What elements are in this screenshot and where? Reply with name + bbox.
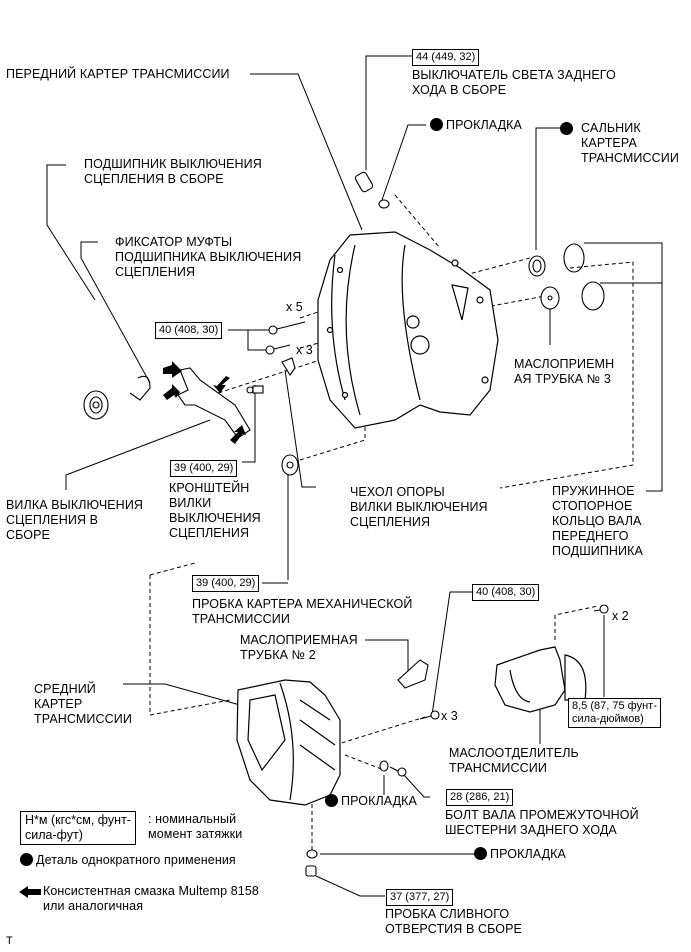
legend-non-reusable-text: Деталь однократного применения: [36, 853, 236, 867]
multiplier-separator-bolts: x 2: [612, 609, 629, 623]
grease-arrows: [163, 361, 246, 444]
leader-lines: [46, 55, 663, 897]
gasket-bottom-text: ПРОКЛАДКА: [490, 847, 566, 861]
label-center-case: СРЕДНИЙ КАРТЕР ТРАНСМИССИИ: [34, 682, 132, 726]
non-reusable-icon: [325, 794, 338, 807]
small-parts: [83, 171, 609, 877]
label-gasket-bottom: ПРОКЛАДКА: [474, 847, 566, 862]
footer-mark: T: [6, 935, 13, 947]
torque-backup-switch: 44 (449, 32): [412, 49, 480, 66]
torque-front-case-bolts: 40 (408, 30): [155, 322, 223, 339]
legend-non-reusable: Деталь однократного применения: [20, 853, 236, 868]
center-transmission-case: [236, 679, 341, 806]
torque-idler-bolt: 28 (286, 21): [446, 789, 514, 806]
grease-arrow-icon: [19, 886, 41, 898]
legend-torque-box: Н*м (кгс*см, фунт- сила-фут): [20, 811, 136, 845]
gasket-mid-text: ПРОКЛАДКА: [341, 794, 417, 808]
oil-seal-text: САЛЬНИК КАРТЕРА ТРАНСМИССИИ: [581, 121, 679, 165]
torque-fork-bracket: 39 (400, 29): [170, 460, 238, 477]
legend-torque-desc: : номинальный момент затяжки: [148, 812, 243, 841]
label-release-bearing: ПОДШИПНИК ВЫКЛЮЧЕНИЯ СЦЕПЛЕНИЯ В СБОРЕ: [84, 157, 262, 186]
label-oil-separator: МАСЛООТДЕЛИТЕЛЬ ТРАНСМИССИИ: [449, 746, 579, 775]
label-oil-receiver-2: МАСЛОПРИЕМНАЯ ТРУБКА № 2: [240, 633, 358, 662]
torque-oil-separator-bolts: 8,5 (87, 75 фунт- сила-дюймов): [568, 698, 661, 728]
non-reusable-icon: [560, 122, 573, 135]
front-transmission-case: [317, 231, 499, 429]
label-snap-ring: ПРУЖИННОЕ СТОПОРНОЕ КОЛЬЦО ВАЛА ПЕРЕДНЕГ…: [552, 484, 643, 558]
label-oil-receiver-3: МАСЛОПРИЕМН АЯ ТРУБКА № 3: [514, 357, 615, 386]
non-reusable-icon: [474, 847, 487, 860]
multiplier-center-bolts: x 3: [441, 709, 458, 723]
multiplier-front-bolts-short: x 3: [296, 343, 313, 357]
non-reusable-icon: [20, 853, 33, 866]
label-gasket-top: ПРОКЛАДКА: [430, 118, 522, 133]
label-drain-plug: ПРОБКА СЛИВНОГО ОТВЕРСТИЯ В СБОРЕ: [385, 907, 522, 936]
label-front-transmission-case: ПЕРЕДНИЙ КАРТЕР ТРАНСМИССИИ: [6, 67, 230, 81]
legend-grease: Консистентная смазка Multemp 8158 или ан…: [43, 884, 259, 913]
label-bearing-hub-clip: ФИКСАТОР МУФТЫ ПОДШИПНИКА ВЫКЛЮЧЕНИЯ СЦЕ…: [115, 235, 302, 279]
label-release-fork: ВИЛКА ВЫКЛЮЧЕНИЯ СЦЕПЛЕНИЯ В СБОРЕ: [6, 498, 144, 542]
non-reusable-icon: [430, 118, 443, 131]
torque-drain-plug: 37 (377, 27): [386, 889, 454, 906]
torque-center-case-bolts: 40 (408, 30): [472, 584, 540, 601]
label-idler-bolt: БОЛТ ВАЛА ПРОМЕЖУТОЧНОЙ ШЕСТЕРНИ ЗАДНЕГО…: [445, 808, 639, 837]
gasket-top-text: ПРОКЛАДКА: [446, 118, 522, 132]
label-backup-light-switch: ВЫКЛЮЧАТЕЛЬ СВЕТА ЗАДНЕГО ХОДА В СБОРЕ: [412, 68, 616, 97]
label-fork-bracket: КРОНШТЕЙН ВИЛКИ ВЫКЛЮЧЕНИЯ СЦЕПЛЕНИЯ: [169, 481, 261, 540]
label-gasket-mid: ПРОКЛАДКА: [325, 794, 417, 809]
label-case-plug: ПРОБКА КАРТЕРА МЕХАНИЧЕСКОЙ ТРАНСМИССИИ: [192, 597, 413, 626]
label-fork-boot: ЧЕХОЛ ОПОРЫ ВИЛКИ ВЫКЛЮЧЕНИЯ СЦЕПЛЕНИЯ: [350, 485, 488, 529]
torque-case-plug: 39 (400, 29): [192, 575, 260, 592]
multiplier-front-bolts-long: x 5: [286, 300, 303, 314]
